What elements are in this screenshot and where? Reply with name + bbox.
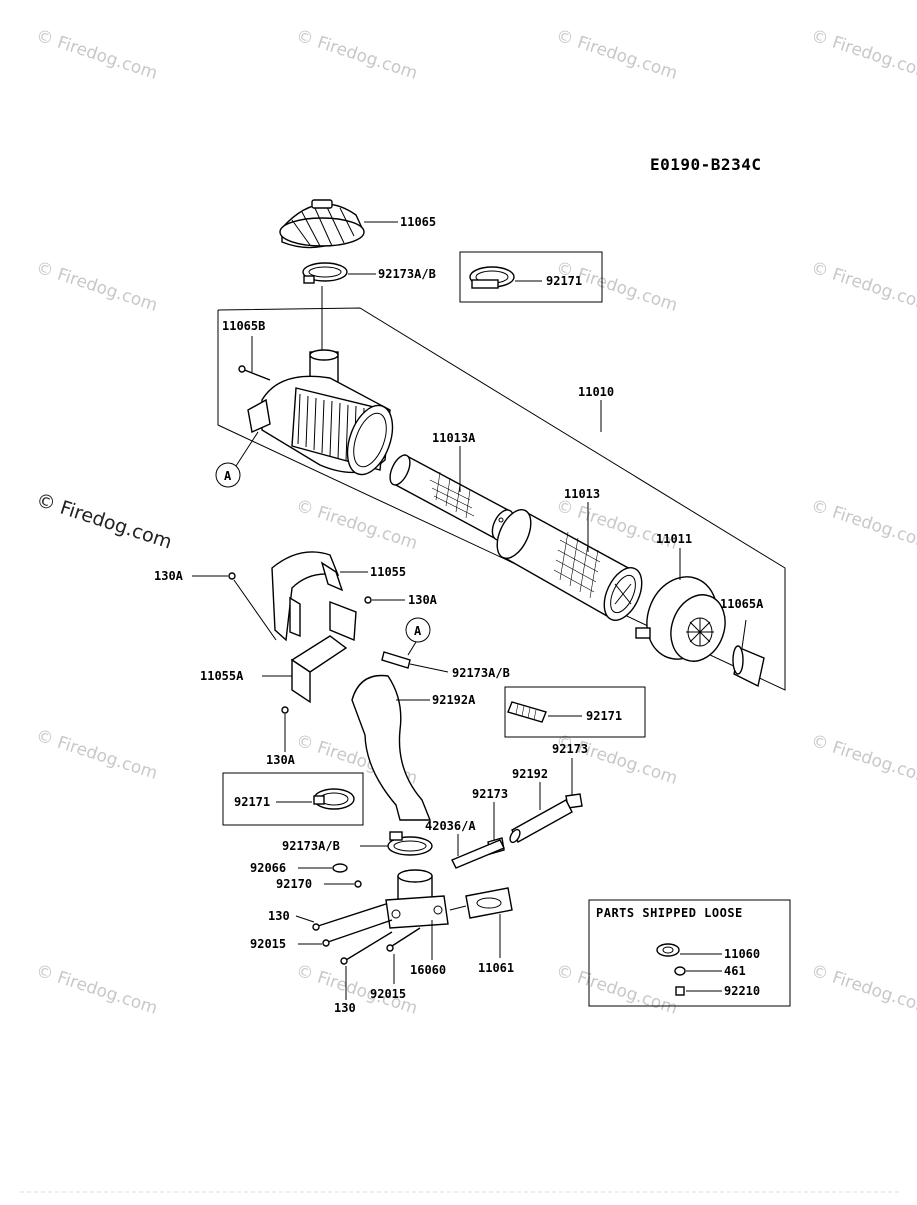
label-11010: 11010 — [578, 385, 614, 399]
label-11055a: 11055A — [200, 669, 244, 683]
label-461: 461 — [724, 964, 746, 978]
watermark: © Firedog.com — [33, 961, 159, 1019]
label-92173ab-mid: 92173A/B — [452, 666, 510, 680]
nut-92210 — [675, 986, 685, 996]
clamp-92173ab-mid — [381, 651, 411, 669]
watermark: © Firedog.com — [808, 258, 917, 316]
label-92171-low: 92171 — [234, 795, 270, 809]
clamp-92173ab-top — [302, 262, 348, 284]
label-11013: 11013 — [564, 487, 600, 501]
gasket-11061 — [465, 887, 513, 919]
callout-circle-a — [215, 462, 241, 488]
label-11060: 11060 — [724, 947, 760, 961]
watermark: © Firedog.com — [33, 726, 159, 784]
flange-11060 — [656, 943, 680, 957]
label-130a-right: 130A — [408, 593, 438, 607]
label-92066: 92066 — [250, 861, 286, 875]
watermark: © Firedog.com — [553, 26, 679, 84]
label-92171-top: 92171 — [546, 274, 582, 288]
bracket-11055a — [290, 600, 357, 704]
label-92170: 92170 — [276, 877, 312, 891]
label-92192: 92192 — [512, 767, 548, 781]
label-92171-mid: 92171 — [586, 709, 622, 723]
hose-92192a — [351, 674, 432, 821]
watermark: © Firedog.com — [808, 496, 917, 554]
fitting-16060 — [385, 869, 449, 929]
label-92210: 92210 — [724, 984, 760, 998]
label-16060: 16060 — [410, 963, 446, 977]
plug-92066 — [332, 863, 348, 873]
bolt-130a-bottom — [281, 706, 289, 714]
label-11065b: 11065B — [222, 319, 265, 333]
bolt-130-a — [312, 903, 387, 931]
clamp-92171-mid — [507, 701, 547, 723]
watermark: © Firedog.com — [33, 26, 159, 84]
pipe-42036a — [451, 839, 505, 869]
label-92192a: 92192A — [432, 693, 476, 707]
watermark-dark: © Firedog.com — [33, 489, 174, 554]
label-130-b: 130 — [334, 1001, 356, 1015]
bolt-130-b — [340, 931, 393, 965]
watermark: © Firedog.com — [293, 496, 419, 554]
bolt-92015-a — [322, 919, 393, 947]
callout-a-right: A — [414, 624, 422, 638]
label-11011: 11011 — [656, 532, 692, 546]
label-92173ab-low: 92173A/B — [282, 839, 340, 853]
watermark: © Firedog.com — [808, 731, 917, 789]
box-92171-low — [222, 772, 364, 826]
watermark: © Firedog.com — [293, 26, 419, 84]
parts-shipped-loose-box — [588, 899, 791, 1007]
valve-11065a — [732, 619, 765, 688]
bolt-92015-b — [386, 927, 421, 952]
box-92171-top — [459, 251, 603, 303]
label-11065a: 11065A — [720, 597, 764, 611]
label-11061: 11061 — [478, 961, 514, 975]
bolt-11065b — [241, 368, 271, 381]
watermark: © Firedog.com — [33, 258, 159, 316]
label-92015-a: 92015 — [250, 937, 286, 951]
cover-11011 — [635, 576, 726, 662]
label-92173-right: 92173 — [552, 742, 588, 756]
cap-11065 — [279, 199, 365, 249]
clip-92170 — [354, 880, 362, 888]
label-11013a: 11013A — [432, 431, 476, 445]
label-92173ab-top: 92173A/B — [378, 267, 436, 281]
label-42036a: 42036/A — [425, 819, 476, 833]
label-92173-mid: 92173 — [472, 787, 508, 801]
bolt-130a-right — [364, 596, 372, 604]
watermark: © Firedog.com — [808, 26, 917, 84]
washer-461 — [674, 966, 686, 976]
assembly-outline — [217, 307, 786, 691]
label-130a-left: 130A — [154, 569, 184, 583]
box-92171-mid — [504, 686, 646, 738]
air-cleaner-housing — [247, 349, 394, 476]
label-11065: 11065 — [400, 215, 436, 229]
watermark: © Firedog.com — [808, 961, 917, 1019]
label-92015-b: 92015 — [370, 987, 406, 1001]
callout-a-left: A — [224, 469, 232, 483]
label-11055: 11055 — [370, 565, 406, 579]
label-130-a: 130 — [268, 909, 290, 923]
filter-11013 — [496, 508, 643, 622]
parts-box-title: PARTS SHIPPED LOOSE — [596, 906, 743, 920]
bolt-130a-left — [228, 572, 236, 580]
watermark: © Firedog.com — [553, 961, 679, 1019]
callout-circle-a-right — [405, 617, 431, 643]
clamp-92171-low — [313, 788, 355, 810]
clamp-92173ab-low — [387, 831, 433, 856]
diagram-code: E0190-B234C — [650, 155, 761, 174]
hose-92192 — [511, 799, 573, 843]
label-130a-bottom: 130A — [266, 753, 296, 767]
clamp-92171-top — [469, 266, 515, 289]
band-11055 — [271, 551, 344, 642]
